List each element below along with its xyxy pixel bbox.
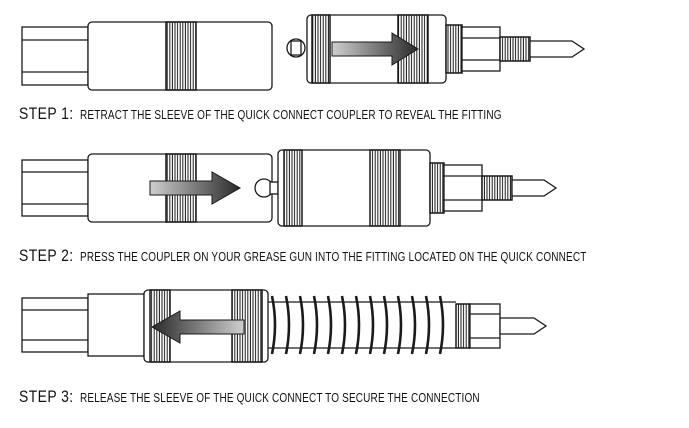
coupler-hex-body [21, 159, 89, 217]
quick-connect-knurl-left [283, 149, 303, 227]
coupler-hex-body [21, 297, 89, 353]
nozzle-tip [511, 179, 558, 197]
step-1-text: RETRACT THE SLEEVE OF THE QUICK CONNECT … [79, 108, 502, 122]
step-1-illustration [21, 14, 586, 91]
release-arrow-left [150, 310, 245, 344]
step-2-illustration [21, 149, 558, 227]
step-2-label: STEP 2: [19, 246, 74, 265]
step-3-label: STEP 3: [19, 387, 74, 406]
quick-connect-knurl-right [369, 149, 401, 227]
quick-connect-thread [445, 24, 463, 74]
step-1-label: STEP 1: [19, 104, 74, 123]
quick-connect-hex [469, 303, 501, 349]
step-3-text: RELEASE THE SLEEVE OF THE QUICK CONNECT … [79, 391, 480, 405]
quick-connect-knurl-left [311, 14, 331, 84]
step-3-illustration [21, 289, 548, 363]
nozzle-tip [499, 317, 548, 335]
push-arrow-right [149, 171, 242, 205]
coupler-knurl-band [165, 21, 197, 91]
quick-connect-thread [455, 303, 471, 349]
quick-connect-thread [429, 162, 445, 214]
spring-coil [268, 295, 456, 355]
coupler-hex-body [21, 26, 89, 86]
quick-connect-hex [461, 26, 501, 72]
nozzle-thread [499, 36, 531, 62]
nozzle-thread [481, 175, 513, 201]
nozzle-tip [529, 40, 586, 58]
step-2-text: PRESS THE COUPLER ON YOUR GREASE GUN INT… [79, 250, 587, 264]
quick-connect-hex [443, 164, 483, 212]
push-arrow-right [331, 32, 419, 66]
coupler-body [87, 293, 145, 357]
